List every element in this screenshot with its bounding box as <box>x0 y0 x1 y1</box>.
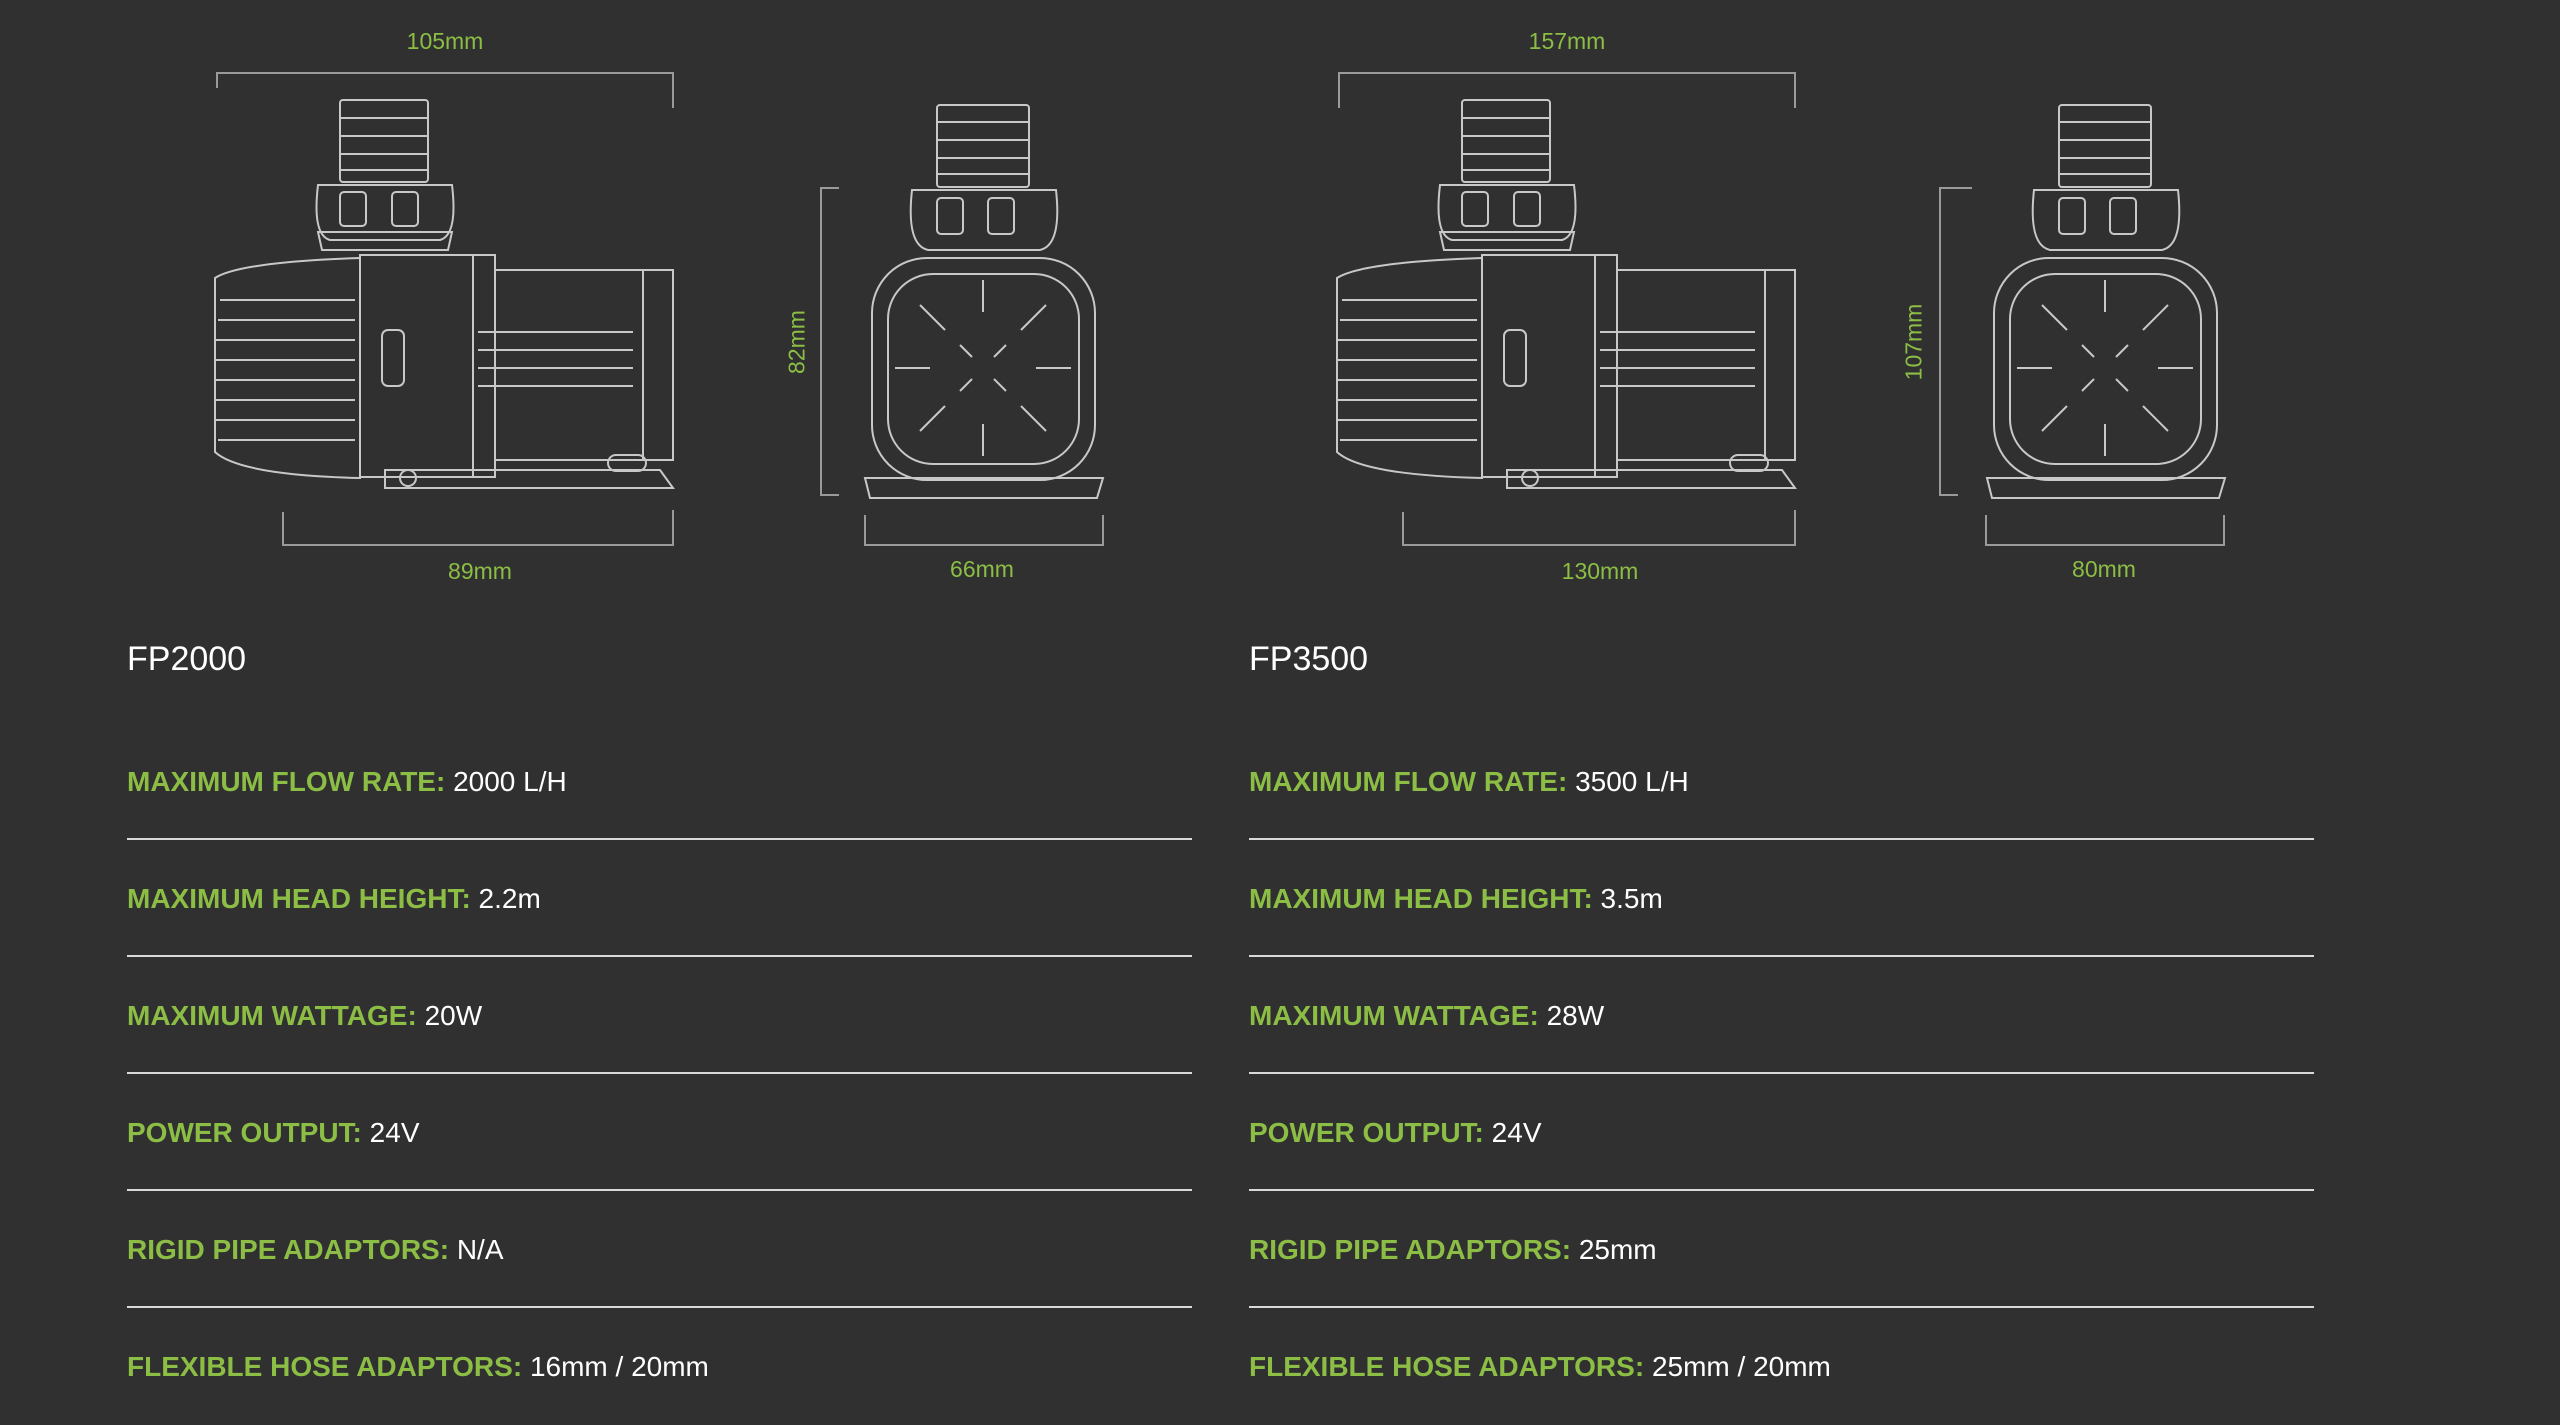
spec-value: 24V <box>1491 1117 1542 1148</box>
spec-value: 3500 L/H <box>1575 766 1689 797</box>
spec-label: POWER OUTPUT: <box>1249 1117 1484 1148</box>
side-width-dimension: 157mm <box>1528 28 1606 54</box>
spec-row: RIGID PIPE ADAPTORS: 25mm <box>1249 1191 2314 1308</box>
front-base-dimension: 66mm <box>950 556 1014 582</box>
spec-label: FLEXIBLE HOSE ADAPTORS: <box>1249 1351 1645 1382</box>
dimension-lines <box>216 72 1104 546</box>
dimension-drawings: 105mm 89mm 82mm 66mm <box>0 0 1150 600</box>
spec-label: MAXIMUM WATTAGE: <box>1249 1000 1539 1031</box>
side-view-pump <box>1336 99 1797 489</box>
spec-value: 25mm / 20mm <box>1651 1351 1831 1382</box>
spec-row: RIGID PIPE ADAPTORS: N/A <box>127 1191 1192 1308</box>
spec-row: FLEXIBLE HOSE ADAPTORS: 16mm / 20mm <box>127 1308 1192 1425</box>
spec-row: MAXIMUM WATTAGE: 28W <box>1249 957 2314 1074</box>
spec-label: MAXIMUM HEAD HEIGHT: <box>127 883 471 914</box>
spec-row: MAXIMUM HEAD HEIGHT: 3.5m <box>1249 840 2314 957</box>
spec-value: 25mm <box>1578 1234 1657 1265</box>
spec-value: 24V <box>369 1117 420 1148</box>
spec-row: POWER OUTPUT: 24V <box>1249 1074 2314 1191</box>
pump-technical-drawing <box>1336 72 2227 546</box>
front-height-dimension: 82mm <box>783 310 810 374</box>
front-view-pump <box>1985 104 2227 499</box>
front-view-pump <box>863 104 1105 499</box>
dimension-drawings: 157mm 130mm 107mm 80mm <box>1122 0 2272 600</box>
spec-value: 2.2m <box>478 883 541 914</box>
side-base-dimension: 89mm <box>448 558 512 584</box>
spec-list: MAXIMUM FLOW RATE: 3500 L/H MAXIMUM HEAD… <box>1249 723 2314 1425</box>
spec-row: MAXIMUM FLOW RATE: 3500 L/H <box>1249 723 2314 840</box>
spec-row: MAXIMUM HEAD HEIGHT: 2.2m <box>127 840 1192 957</box>
spec-value: 28W <box>1546 1000 1605 1031</box>
spec-list: MAXIMUM FLOW RATE: 2000 L/H MAXIMUM HEAD… <box>127 723 1192 1425</box>
side-width-dimension: 105mm <box>406 28 484 54</box>
spec-value: 2000 L/H <box>453 766 567 797</box>
spec-label: MAXIMUM FLOW RATE: <box>127 766 446 797</box>
front-height-dimension: 107mm <box>1900 303 1927 381</box>
spec-label: MAXIMUM HEAD HEIGHT: <box>1249 883 1593 914</box>
spec-label: RIGID PIPE ADAPTORS: <box>1249 1234 1572 1265</box>
spec-value: 3.5m <box>1600 883 1663 914</box>
model-name: FP3500 <box>1249 640 1369 678</box>
spec-row: FLEXIBLE HOSE ADAPTORS: 25mm / 20mm <box>1249 1308 2314 1425</box>
product-fp3500: 157mm 130mm 107mm 80mm FP3500 MAXIMUM FL… <box>1249 0 2314 1415</box>
spec-value: N/A <box>456 1234 504 1265</box>
spec-label: FLEXIBLE HOSE ADAPTORS: <box>127 1351 523 1382</box>
spec-label: POWER OUTPUT: <box>127 1117 362 1148</box>
spec-value: 16mm / 20mm <box>529 1351 709 1382</box>
spec-row: POWER OUTPUT: 24V <box>127 1074 1192 1191</box>
spec-label: MAXIMUM WATTAGE: <box>127 1000 417 1031</box>
spec-row: MAXIMUM WATTAGE: 20W <box>127 957 1192 1074</box>
spec-row: MAXIMUM FLOW RATE: 2000 L/H <box>127 723 1192 840</box>
pump-technical-drawing <box>214 72 1105 546</box>
spec-label: RIGID PIPE ADAPTORS: <box>127 1234 450 1265</box>
model-name: FP2000 <box>127 640 247 678</box>
product-fp2000: 105mm 89mm 82mm 66mm FP2000 MAXIMUM FLOW… <box>127 0 1192 1415</box>
dimension-lines <box>1338 72 2225 546</box>
front-base-dimension: 80mm <box>2072 556 2136 582</box>
spec-label: MAXIMUM FLOW RATE: <box>1249 766 1568 797</box>
side-view-pump <box>214 99 675 489</box>
side-base-dimension: 130mm <box>1561 558 1639 584</box>
spec-value: 20W <box>424 1000 483 1031</box>
